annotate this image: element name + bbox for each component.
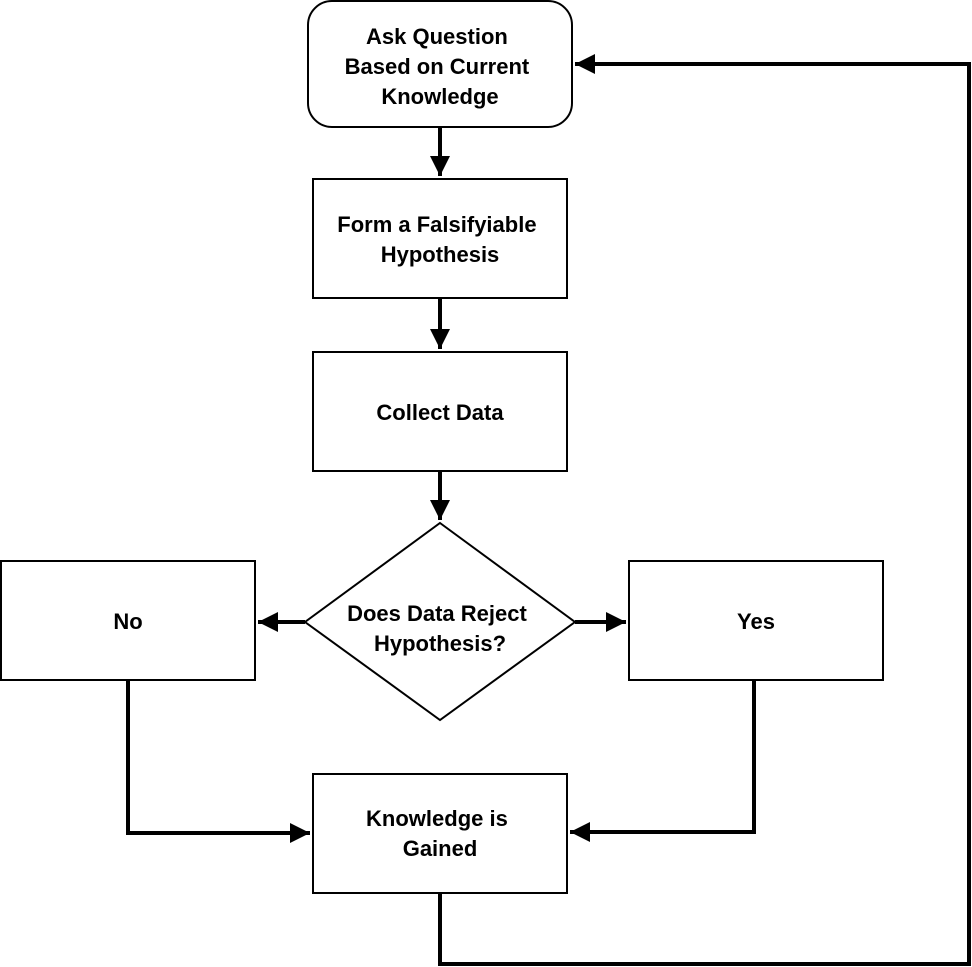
- svg-text:No: No: [113, 609, 142, 634]
- arrow-yes-to-knowledge: [570, 680, 756, 842]
- ask-question-box: [307, 0, 573, 128]
- node-knowledge-gained: Knowledge is Gained: [312, 773, 568, 894]
- ask-question-line-1: Ask Question: [366, 24, 508, 49]
- node-collect-data: Collect Data: [312, 351, 568, 472]
- collect-data-box: [312, 351, 568, 472]
- svg-text:Form a Falsifyiable Hypo: Form a Falsifyiable Hypothesis: [337, 212, 542, 267]
- svg-text:Does Data Reject Hypothe: Does Data Reject Hypothesis?: [347, 601, 533, 656]
- form-hypothesis-box: [312, 178, 568, 299]
- yes-line-1: Yes: [737, 609, 775, 634]
- no-line-1: No: [113, 609, 142, 634]
- decision-line-1: Does Data Reject: [347, 601, 527, 626]
- arrow-loop-back-to-ask: [438, 54, 971, 966]
- node-ask-question: Ask Question Based on Current Knowledge: [307, 0, 573, 128]
- connectors: [126, 54, 971, 966]
- form-hypothesis-line-2: Hypothesis: [381, 242, 500, 267]
- knowledge-gained-box: [312, 773, 568, 894]
- arrow-no-to-knowledge: [126, 680, 310, 843]
- ask-question-line-2: Based on Current: [345, 54, 530, 79]
- no-box: [0, 560, 256, 681]
- svg-text:Ask Question Based on Cu: Ask Question Based on Current Knowledge: [345, 24, 536, 109]
- svg-text:Knowledge is Gained: Knowledge is Gained: [366, 806, 514, 861]
- collect-data-line-1: Collect Data: [376, 400, 504, 425]
- node-decision: Does Data Reject Hypothesis?: [303, 521, 577, 722]
- knowledge-gained-line-2: Gained: [403, 836, 478, 861]
- node-yes: Yes: [628, 560, 884, 681]
- form-hypothesis-line-1: Form a Falsifyiable: [337, 212, 536, 237]
- svg-text:Yes: Yes: [737, 609, 775, 634]
- knowledge-gained-line-1: Knowledge is: [366, 806, 508, 831]
- decision-line-2: Hypothesis?: [374, 631, 506, 656]
- svg-text:Collect Data: Collect Data: [376, 400, 504, 425]
- node-no: No: [0, 560, 256, 681]
- node-form-hypothesis: Form a Falsifyiable Hypothesis: [312, 178, 568, 299]
- yes-box: [628, 560, 884, 681]
- ask-question-line-3: Knowledge: [381, 84, 498, 109]
- decision-diamond: [303, 521, 577, 722]
